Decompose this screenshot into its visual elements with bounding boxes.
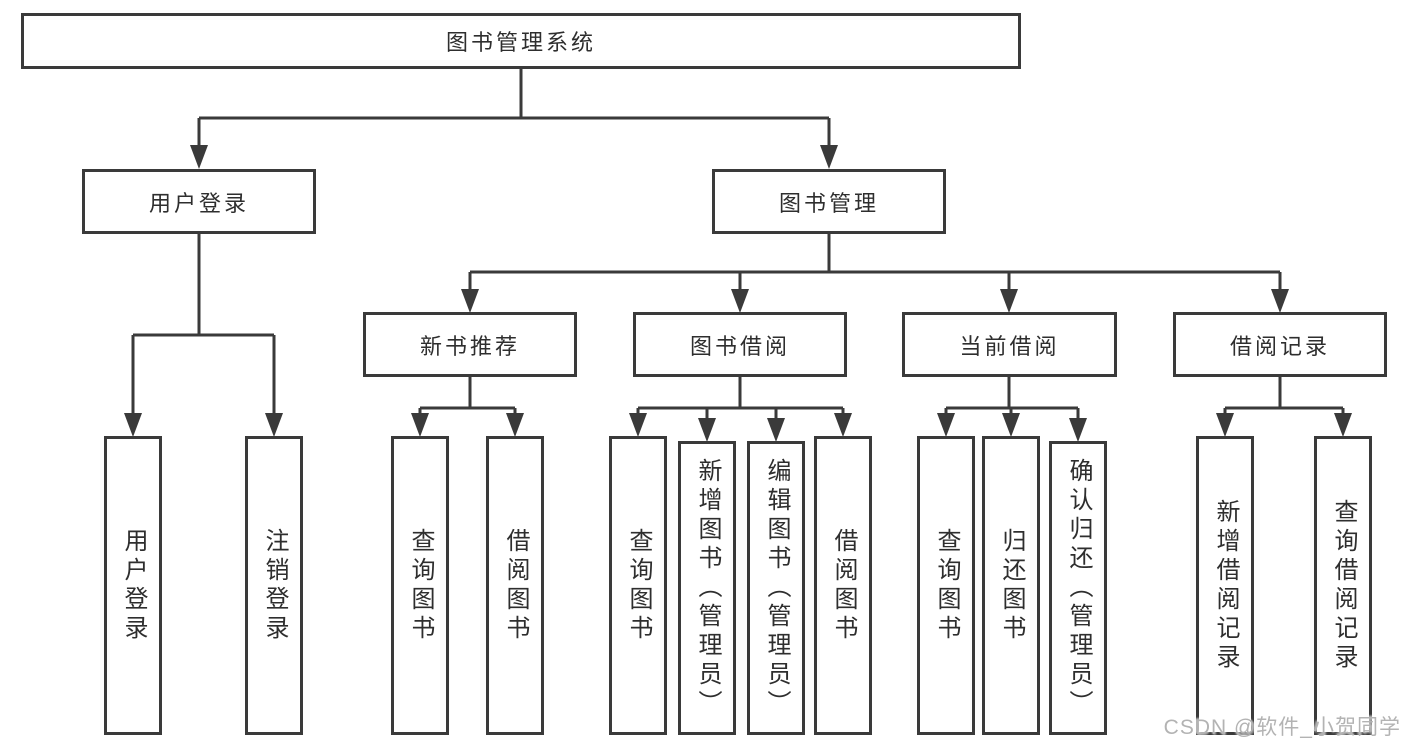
- node-borrowing-records: 借阅记录: [1173, 312, 1387, 377]
- leaf-recommend-query-books: 查询图书: [391, 436, 449, 735]
- leaf-current-confirm-return-admin: 确认归还（管理员）: [1049, 441, 1107, 735]
- node-root-system: 图书管理系统: [21, 13, 1021, 69]
- node-user-login-branch: 用户登录: [82, 169, 316, 234]
- leaf-user-login: 用户登录: [104, 436, 162, 735]
- leaf-records-add-record: 新增借阅记录: [1196, 436, 1254, 735]
- leaf-borrow-edit-books-admin: 编辑图书（管理员）: [747, 441, 805, 735]
- arrowheads: [124, 145, 1352, 442]
- leaf-records-query-record: 查询借阅记录: [1314, 436, 1372, 735]
- node-new-book-recommend: 新书推荐: [363, 312, 577, 377]
- leaf-recommend-borrow-books: 借阅图书: [486, 436, 544, 735]
- leaf-borrow-query-books: 查询图书: [609, 436, 667, 735]
- node-book-management-branch: 图书管理: [712, 169, 946, 234]
- leaf-logout: 注销登录: [245, 436, 303, 735]
- leaf-borrow-add-books-admin: 新增图书（管理员）: [678, 441, 736, 735]
- csdn-watermark: CSDN @软件_小贺同学: [1163, 716, 1401, 739]
- leaf-current-return-books: 归还图书: [982, 436, 1040, 735]
- leaf-borrow-borrow-books: 借阅图书: [814, 436, 872, 735]
- leaf-current-query-books: 查询图书: [917, 436, 975, 735]
- node-book-borrowing: 图书借阅: [633, 312, 847, 377]
- connector-path: [131, 68, 1345, 421]
- node-current-borrowing: 当前借阅: [902, 312, 1117, 377]
